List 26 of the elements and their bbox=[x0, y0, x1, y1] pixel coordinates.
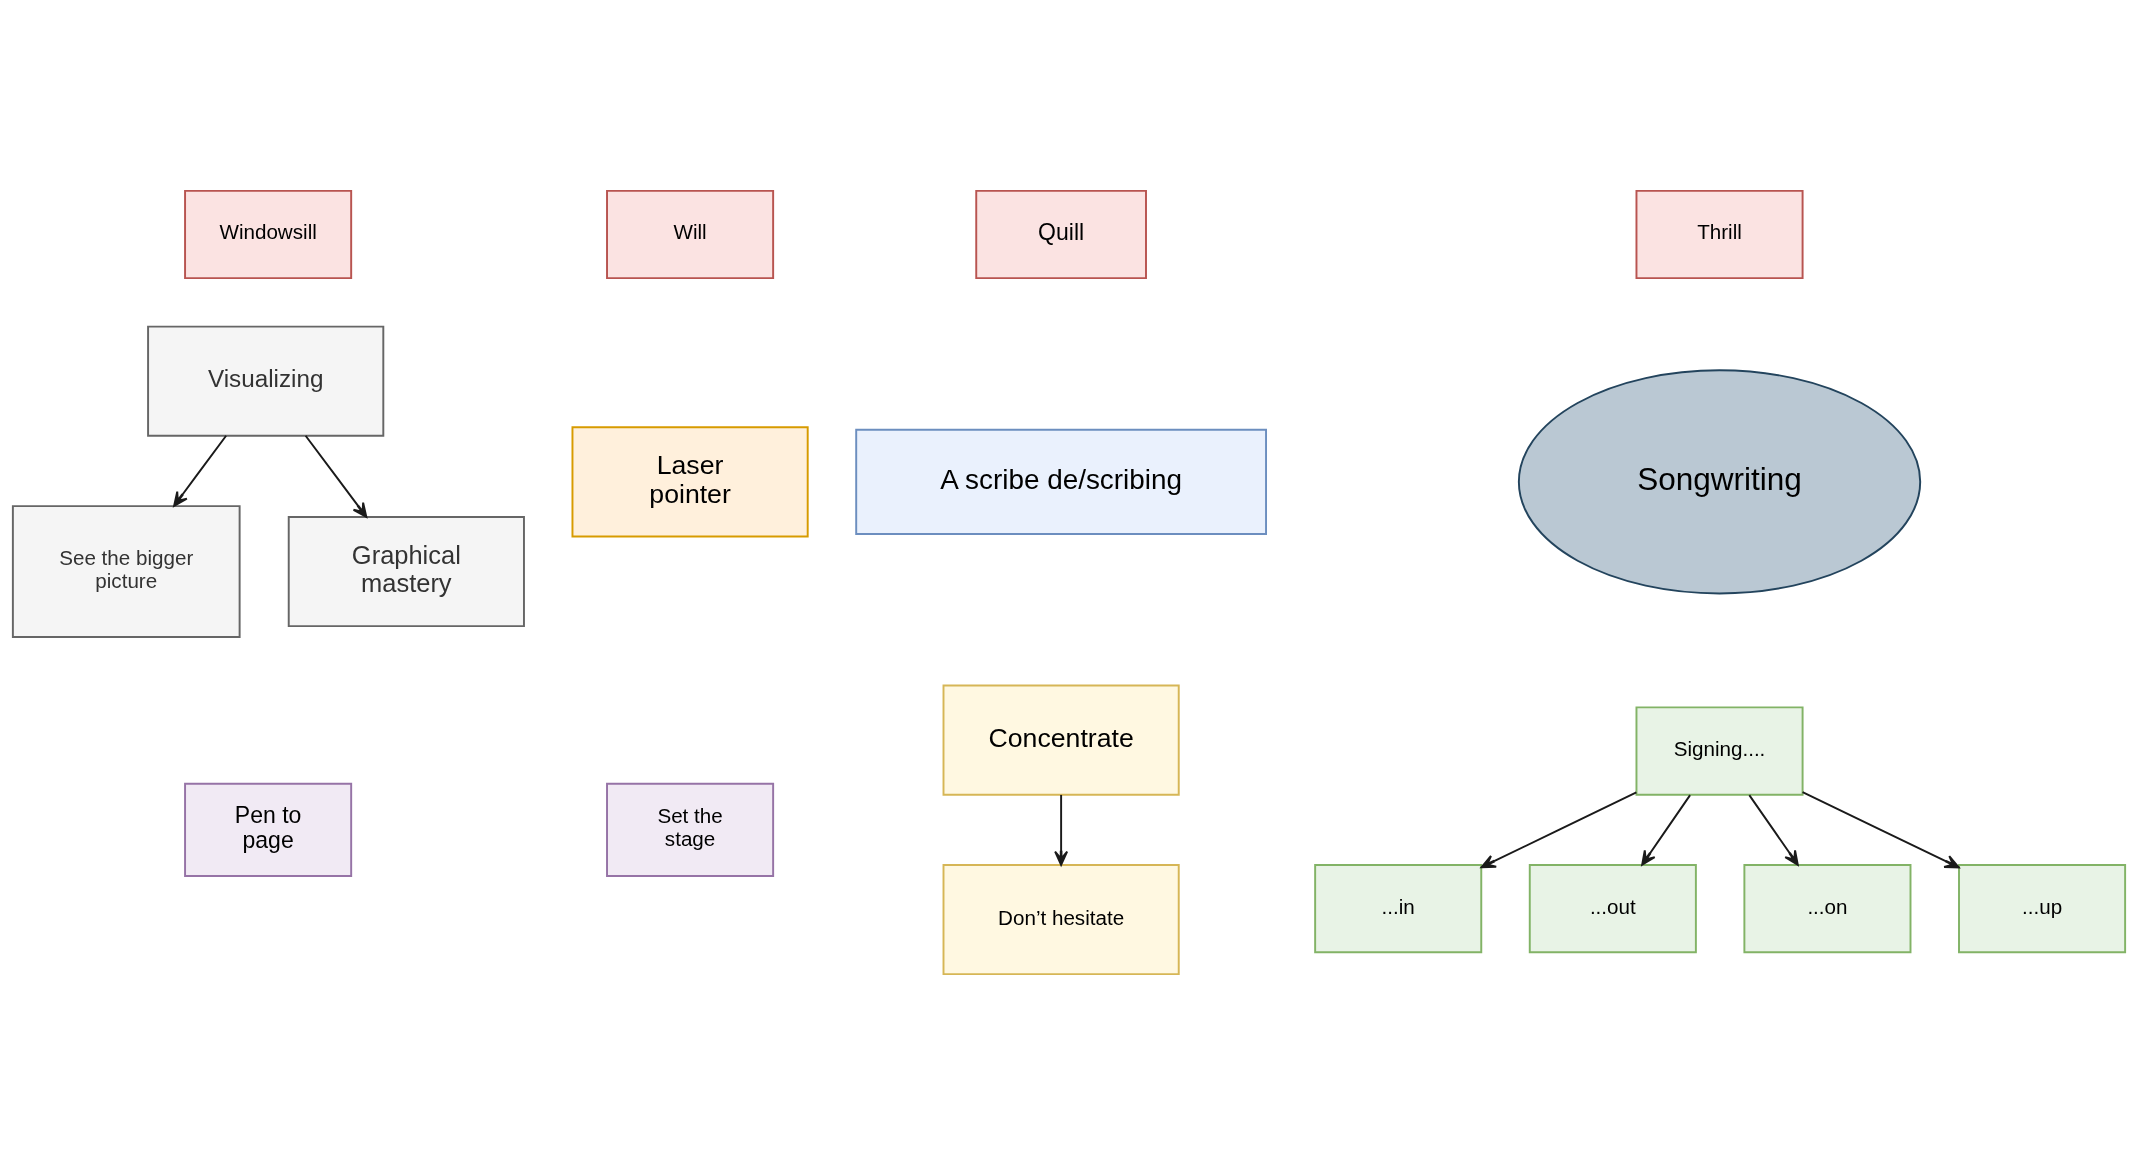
node-box: Set the stage bbox=[606, 782, 775, 877]
node-box: ...on bbox=[1743, 863, 1912, 953]
node-box: Will bbox=[606, 189, 775, 279]
node-box: Don’t hesitate bbox=[942, 863, 1180, 975]
arrow bbox=[304, 434, 368, 518]
node-box: Graphical mastery bbox=[287, 515, 525, 627]
node-ellipse: Songwriting bbox=[1517, 368, 1922, 594]
arrow bbox=[1748, 793, 1799, 866]
node-box: Visualizing bbox=[147, 325, 385, 437]
arrow bbox=[1641, 793, 1692, 866]
node-box: ...in bbox=[1314, 863, 1483, 953]
arrow bbox=[1054, 793, 1069, 866]
node-box: Laser pointer bbox=[571, 425, 809, 537]
node-box: Concentrate bbox=[942, 684, 1180, 796]
node-box: A scribe de/scribing bbox=[855, 428, 1267, 535]
arrow bbox=[173, 434, 228, 507]
arrow bbox=[1480, 790, 1638, 868]
node-box: ...up bbox=[1958, 863, 2127, 953]
node-box: See the bigger picture bbox=[11, 504, 241, 638]
node-box: Pen to page bbox=[184, 782, 353, 877]
node-box: Signing.... bbox=[1635, 705, 1804, 796]
node-box: Windowsill bbox=[184, 189, 353, 279]
arrow bbox=[1801, 790, 1960, 868]
node-box: Quill bbox=[975, 189, 1147, 279]
node-box: Thrill bbox=[1635, 189, 1804, 279]
node-box: ...out bbox=[1528, 863, 1697, 953]
